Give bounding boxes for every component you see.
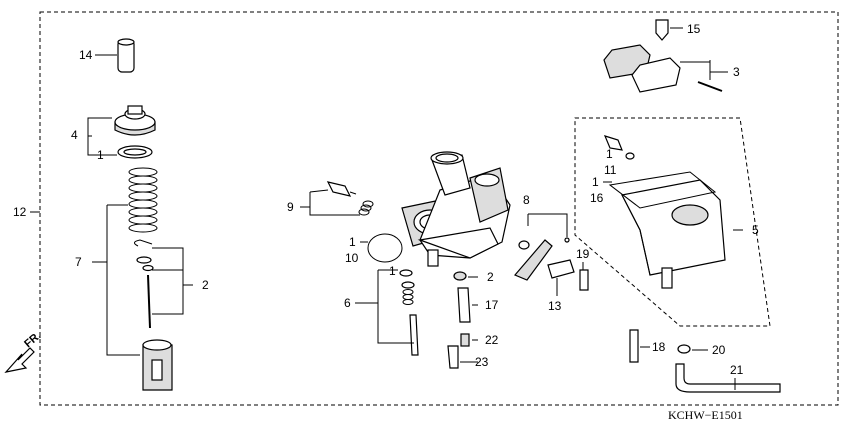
part-3-cover-set — [603, 44, 723, 93]
part-10-o-ring — [367, 233, 403, 263]
part-9-screw-and-spring — [326, 181, 374, 216]
part-needle-clip — [134, 239, 153, 247]
callout-12: 12 — [13, 205, 27, 219]
callout-1-screw: 1 — [606, 147, 613, 161]
callout-11: 11 — [604, 163, 617, 177]
callout-15: 15 — [687, 22, 701, 36]
callout-7: 7 — [75, 255, 82, 269]
part-5-float-chamber — [621, 179, 726, 289]
part-17-needle-jet — [457, 287, 471, 323]
part-14-cable-cap — [117, 38, 135, 73]
part-top-cap — [114, 105, 156, 136]
float-chamber-group-box — [574, 117, 771, 327]
part-13-float-valve-bracket — [547, 259, 575, 279]
part-jet-needle — [147, 274, 151, 329]
part-15-small-plug — [655, 19, 669, 41]
callout-5: 5 — [752, 223, 759, 237]
part-19-screw — [579, 269, 589, 291]
callout-22: 22 — [485, 333, 499, 347]
part-18-drain-screw — [629, 329, 639, 363]
callout-4: 4 — [71, 128, 78, 142]
part-23-slow-jet — [447, 345, 459, 369]
part-throttle-valve — [142, 339, 173, 391]
part-21-drain-hose — [675, 363, 781, 393]
callout-16: 16 — [590, 191, 604, 205]
part-11-screw — [603, 135, 635, 160]
callout-13: 13 — [548, 299, 562, 313]
part-carburetor-body — [401, 151, 511, 267]
callout-20: 20 — [712, 343, 726, 357]
callout-1-oring: 1 — [349, 235, 356, 249]
callout-3: 3 — [733, 65, 740, 79]
callout-18: 18 — [652, 340, 666, 354]
callout-21: 21 — [730, 363, 744, 377]
callout-10: 10 — [345, 251, 359, 265]
callout-8: 8 — [523, 193, 530, 207]
diagram-frame — [39, 11, 839, 406]
part-22-main-jet — [460, 333, 470, 347]
figure-code: KCHW−E1501 — [668, 408, 743, 422]
callout-2-left: 2 — [202, 278, 209, 292]
callout-1-gasket: 1 — [592, 175, 599, 189]
part-20-hose-clip — [677, 344, 691, 354]
callout-9: 9 — [287, 200, 294, 214]
callout-14: 14 — [79, 48, 93, 62]
callout-1-pilot: 1 — [389, 264, 396, 278]
part-2-jet — [453, 271, 467, 281]
callout-6: 6 — [344, 296, 351, 310]
part-throttle-spring — [128, 167, 158, 233]
callout-19: 19 — [576, 247, 590, 261]
callout-1-washer: 1 — [97, 148, 104, 162]
part-6-pilot-screw-set — [399, 269, 419, 356]
callout-23: 23 — [475, 355, 489, 369]
front-direction-arrow — [4, 347, 35, 373]
callout-17: 17 — [485, 298, 499, 312]
part-16-gasket — [608, 171, 717, 209]
part-8-float-set — [514, 237, 570, 281]
callout-2-center: 2 — [487, 270, 494, 284]
